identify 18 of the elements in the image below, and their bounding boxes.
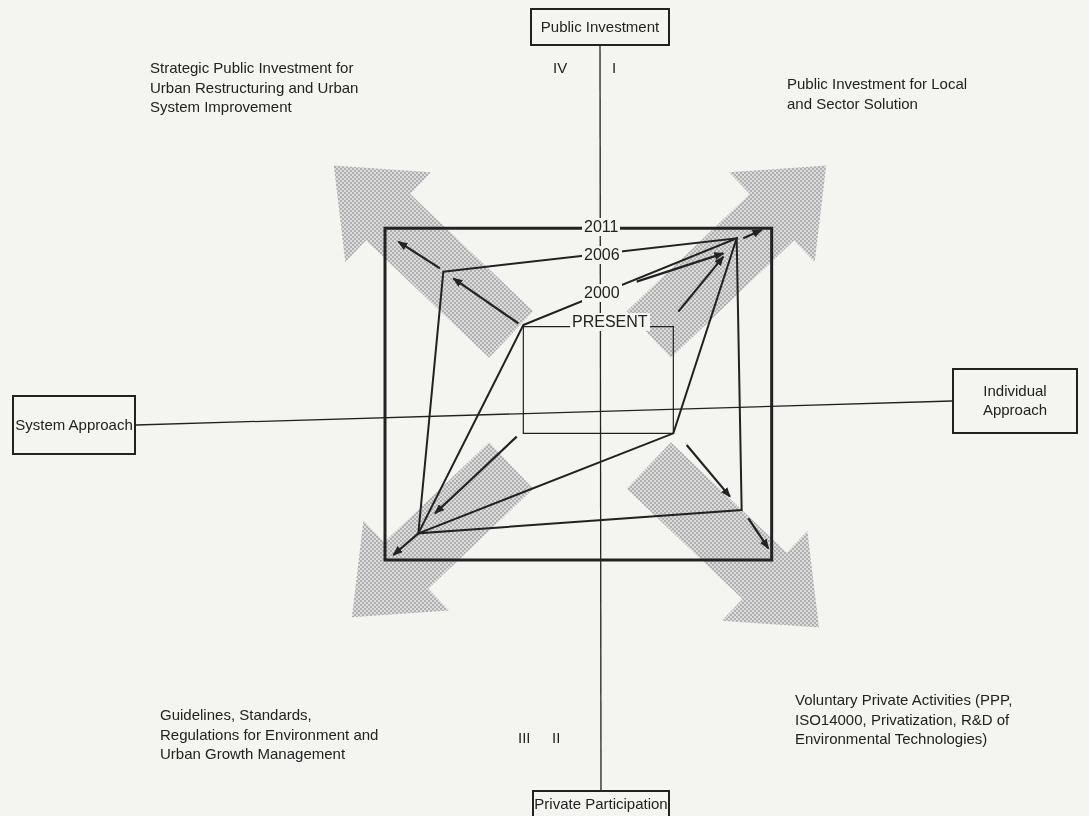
quadrant-numeral: IV (553, 58, 568, 78)
year-label: 2011 (582, 218, 621, 236)
axis-label-box: Public Investment (530, 8, 670, 46)
axis-label-box: Individual Approach (952, 368, 1078, 434)
quadrant-description: Guidelines, Standards, Regulations for Environment and Urban Growth Management (160, 705, 380, 764)
axis-label-box: Private Participation (532, 790, 670, 816)
axis-line (135, 400, 953, 426)
year-label: 2000 (582, 284, 622, 302)
quadrant-numeral: II (552, 728, 561, 748)
quadrant-description: Voluntary Private Activities (PPP, ISO14000, Privatization, R&D of Environmental Technologies) (795, 690, 1014, 749)
quadrant-numeral: III (518, 728, 531, 748)
year-label: 2006 (582, 246, 622, 264)
quadrant-description: Strategic Public Investment for Urban Restructuring and Urban System Improvement (150, 58, 360, 117)
quadrant-description: Public Investment for Local and Sector Solution (787, 74, 969, 113)
axis-line (599, 45, 602, 791)
year-label: PRESENT (570, 313, 650, 331)
axis-label-box: System Approach (12, 395, 136, 455)
quadrant-numeral: I (612, 58, 617, 78)
